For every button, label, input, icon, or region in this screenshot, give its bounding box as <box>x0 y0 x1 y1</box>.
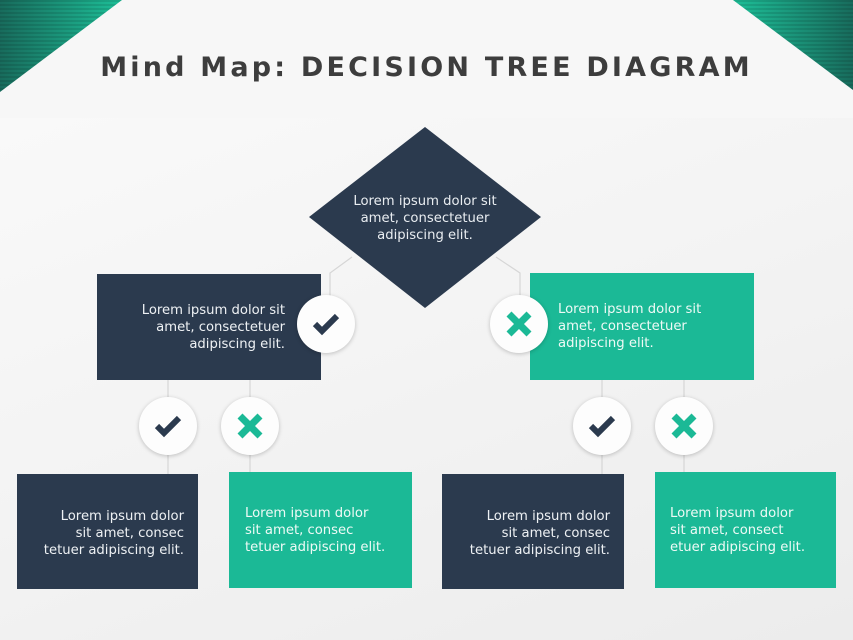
corner-decoration-right <box>733 0 853 90</box>
check-icon <box>312 313 340 336</box>
text-line: amet, consectetuer <box>558 319 687 334</box>
level1-yes-badge <box>297 295 355 353</box>
root-decision-text: Lorem ipsum dolor sit amet, consectetuer… <box>330 193 520 244</box>
text-line: Lorem ipsum dolor sit <box>353 194 497 209</box>
text-line: adipiscing elit. <box>558 336 654 351</box>
text-line: amet, consectetuer <box>156 319 285 335</box>
text-line: Lorem ipsum dolor <box>245 505 369 521</box>
text-line: Lorem ipsum dolor sit <box>558 302 702 317</box>
header-band <box>0 0 853 118</box>
level1-no-badge <box>490 295 548 353</box>
text-line: tetuer adipiscing elit. <box>43 543 184 558</box>
root-decision-diamond <box>309 127 541 308</box>
text-line: Lorem ipsum dolor <box>60 509 184 524</box>
page-title: Mind Map: DECISION TREE DIAGRAM <box>100 52 753 83</box>
text-line: Lorem ipsum dolor <box>486 509 610 524</box>
level2-yes-badge-left <box>139 397 197 455</box>
level2-box-4: Lorem ipsum dolor sit amet, consect etue… <box>655 472 836 588</box>
level2-box-2: Lorem ipsum dolor sit amet, consec tetue… <box>229 472 412 588</box>
text-line: sit amet, consec <box>501 526 610 541</box>
level2-no-badge-right <box>655 397 713 455</box>
text-line: adipiscing elit. <box>189 336 285 352</box>
level2-box-1: Lorem ipsum dolor sit amet, consec tetue… <box>17 474 198 589</box>
text-line: tetuer adipiscing elit. <box>245 539 386 555</box>
text-line: Lorem ipsum dolor sit <box>141 302 285 318</box>
check-icon <box>588 415 616 438</box>
text-line: amet, consectetuer <box>360 211 490 226</box>
level1-no-box: Lorem ipsum dolor sit amet, consectetuer… <box>530 273 754 380</box>
x-icon <box>506 311 532 337</box>
text-line: etuer adipiscing elit. <box>670 539 806 555</box>
level2-box-3: Lorem ipsum dolor sit amet, consec tetue… <box>442 474 624 589</box>
x-icon <box>237 413 263 439</box>
text-line: Lorem ipsum dolor <box>670 505 794 521</box>
text-line: sit amet, consect <box>670 522 784 538</box>
text-line: adipiscing elit. <box>377 228 473 243</box>
level1-yes-box: Lorem ipsum dolor sit amet, consectetuer… <box>97 274 321 380</box>
level2-no-badge-left <box>221 397 279 455</box>
x-icon <box>671 413 697 439</box>
text-line: tetuer adipiscing elit. <box>469 543 610 558</box>
corner-decoration-left <box>0 0 122 92</box>
level2-yes-badge-right <box>573 397 631 455</box>
text-line: sit amet, consec <box>75 526 184 541</box>
check-icon <box>154 415 182 438</box>
text-line: sit amet, consec <box>245 522 354 538</box>
